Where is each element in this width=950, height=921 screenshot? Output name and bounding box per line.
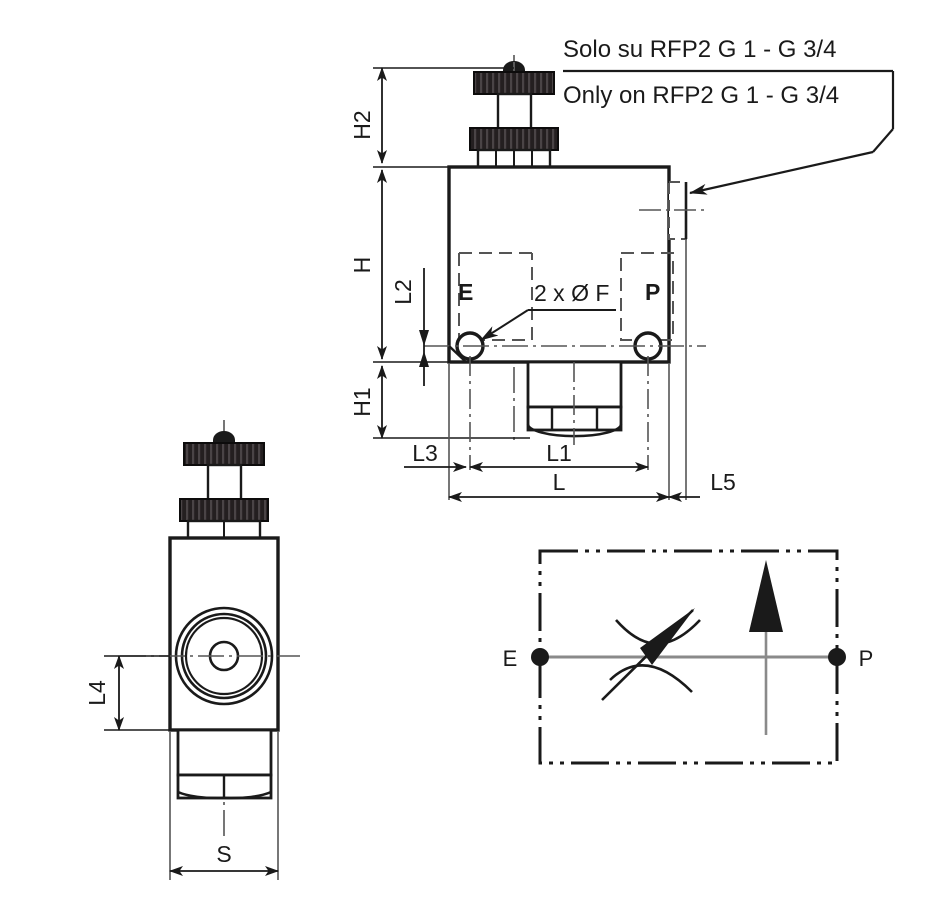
front-knob-stem [206,463,243,504]
dim-label-l5: L5 [710,469,736,495]
annotation-line-english: Only on RFP2 G 1 - G 3/4 [563,82,839,109]
body-chamfer [448,345,467,363]
dim-label-l1: L1 [546,440,572,466]
knob-stem [496,92,533,133]
dim-label-h1: H1 [349,387,375,416]
bottom-port-fitting [526,360,623,445]
port-label-p: P [645,279,660,305]
front-view: L4 S [84,420,300,880]
symbol-port-node-e [531,648,549,666]
front-knob-cap [213,431,235,443]
hole-callout: 2 x Ø F [480,280,616,341]
hydraulic-symbol: E P [503,549,874,765]
main-side-view: E P 2 x Ø F [349,55,736,502]
annotation-leader-bend [872,128,894,153]
dim-label-h: H [349,257,375,274]
dim-label-h2: H2 [349,110,375,139]
symbol-label-p: P [859,646,874,671]
adjustment-knob-assembly [469,61,559,169]
front-upper-knurled-knob [183,442,265,466]
front-lower-knurled-locknut [179,498,269,522]
dim-s: S [169,732,279,880]
dim-arrow-l2-up [419,330,429,346]
front-hex-nut-top [186,519,262,540]
lower-knurled-locknut [469,127,559,151]
valve-body-outline [447,165,671,364]
symbol-label-e: E [503,646,518,671]
symbol-bypass-arrowhead [749,560,783,632]
dim-label-l2: L2 [390,279,416,305]
dim-label-s: S [216,841,231,867]
vertical-dimension-chain: H2 H H1 L2 [349,67,530,439]
symbol-throttle-arc-lower [609,664,693,693]
symbol-adjust-arrowhead [640,608,695,665]
front-bottom-fitting [176,728,273,800]
symbol-port-node-p [828,648,846,666]
dim-label-l: L [553,469,566,495]
hole-callout-leader [480,309,529,341]
hole-callout-text: 2 x Ø F [534,280,609,306]
hex-nut-top [476,148,552,169]
annotation-leader-arrow [689,150,874,195]
horizontal-dimension-chain: L1 L3 L L5 [404,240,736,502]
front-adjustment-knob-assembly [179,431,269,540]
port-label-e: E [458,279,473,305]
annotation-line-italian: Solo su RFP2 G 1 - G 3/4 [563,36,836,63]
dim-label-l4: L4 [84,680,110,706]
upper-knurled-knob [473,71,555,95]
dim-label-l3: L3 [412,440,438,466]
annotation-note: Solo su RFP2 G 1 - G 3/4 Only on RFP2 G … [563,36,895,195]
dim-arrow-l2-down [419,351,429,367]
side-boss [639,181,706,240]
dim-l4: L4 [84,655,170,731]
